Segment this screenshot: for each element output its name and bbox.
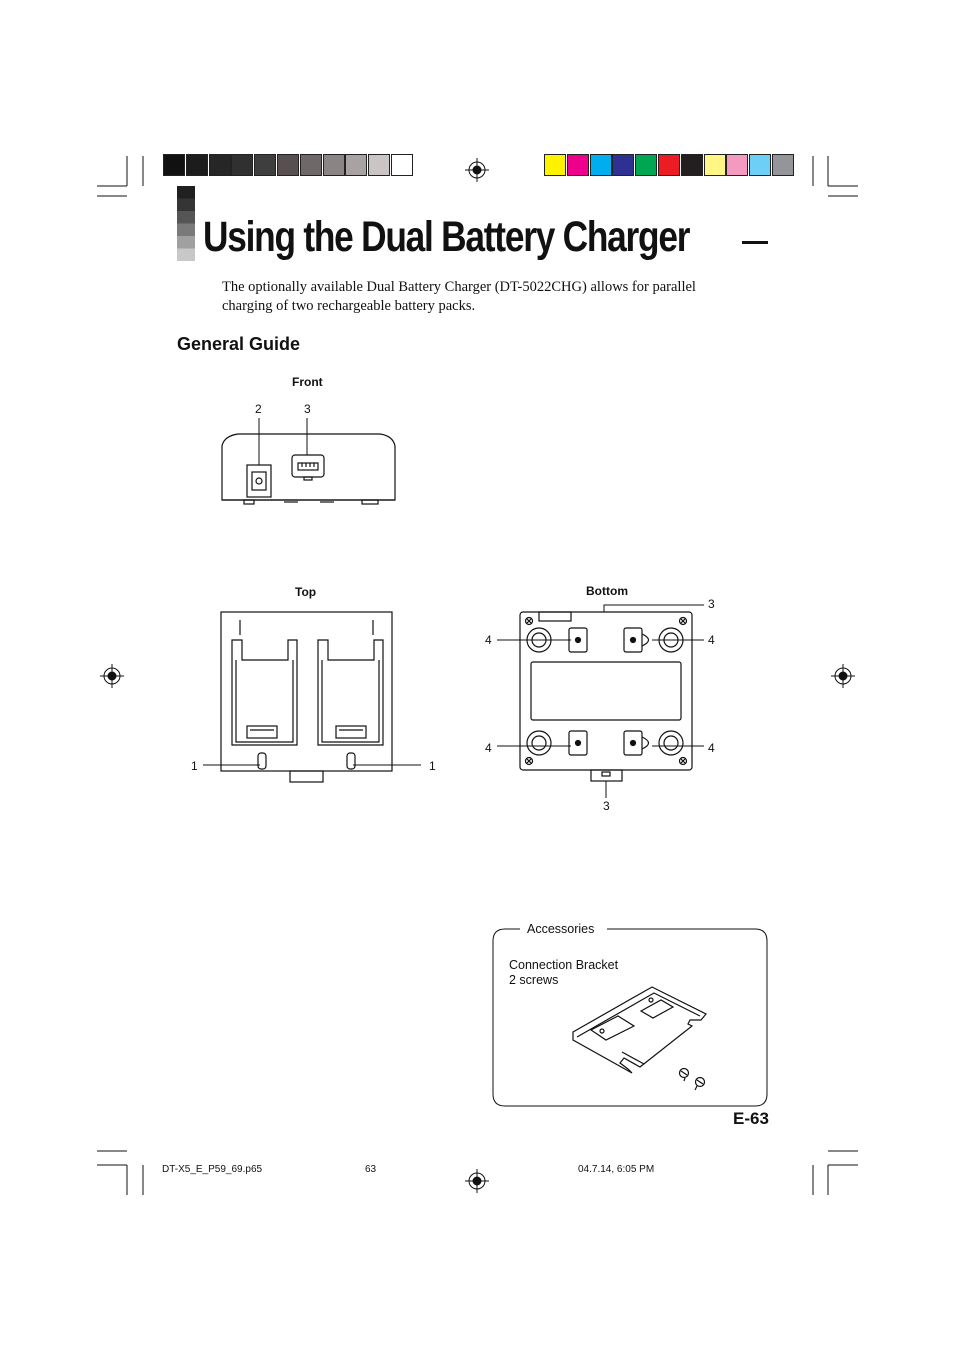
color-registration-bar [544, 154, 795, 176]
color-swatch [544, 154, 566, 176]
top-callout-1-right: 1 [429, 759, 436, 773]
title-rule [742, 241, 768, 244]
intro-line-1: The optionally available Dual Battery Ch… [222, 279, 696, 295]
accessories-heading: Accessories [527, 922, 595, 936]
bottom-callout-4-top-right: 4 [708, 633, 715, 647]
charger-bottom-diagram [497, 604, 704, 798]
section-heading: General Guide [177, 334, 301, 354]
front-label: Front [292, 375, 323, 389]
color-swatch [322, 154, 345, 176]
registration-target-icon [100, 158, 855, 1193]
color-swatch [368, 154, 391, 176]
charger-top-diagram [203, 611, 421, 783]
color-swatch [703, 154, 726, 176]
bottom-label: Bottom [586, 584, 628, 598]
color-swatch [276, 154, 299, 176]
color-swatch [390, 154, 413, 176]
intro-paragraph: The optionally available Dual Battery Ch… [222, 278, 742, 316]
connection-bracket-illustration [572, 986, 707, 1074]
color-swatch [254, 154, 277, 176]
intro-line-2: charging of two rechargeable battery pac… [222, 298, 476, 314]
bottom-callout-4-bottom-left: 4 [485, 741, 492, 755]
color-swatch [749, 154, 772, 176]
accessory-item-screws: 2 screws [509, 973, 559, 987]
color-swatch [589, 154, 612, 176]
color-swatch [163, 154, 185, 176]
color-swatch [680, 154, 703, 176]
footer-file: DT-X5_E_P59_69.p65 [162, 1164, 263, 1175]
footer-timestamp: 04.7.14, 6:05 PM [578, 1164, 655, 1175]
color-swatch [566, 154, 589, 176]
bottom-callout-4-bottom-right: 4 [708, 741, 715, 755]
color-swatch [299, 154, 322, 176]
accessory-item-bracket: Connection Bracket [509, 958, 619, 972]
charger-front-diagram [221, 418, 396, 505]
top-label: Top [295, 585, 317, 599]
page-title: Using the Dual Battery Charger [203, 213, 690, 261]
footer-page: 63 [365, 1164, 377, 1175]
color-swatch [771, 154, 794, 176]
section-tab [177, 186, 195, 261]
gray-registration-bar [163, 154, 414, 176]
bottom-callout-4-top-left: 4 [485, 633, 492, 647]
accessories-box-frame [492, 928, 768, 1107]
color-swatch [635, 154, 658, 176]
color-swatch [726, 154, 749, 176]
bottom-callout-3-bottom: 3 [603, 799, 610, 813]
front-callout-2: 2 [255, 402, 262, 416]
screw-icon [678, 1067, 706, 1091]
color-swatch [231, 154, 254, 176]
color-swatch [185, 154, 208, 176]
bottom-callout-3-top: 3 [708, 597, 715, 611]
top-callout-1-left: 1 [191, 759, 198, 773]
front-callout-3: 3 [304, 402, 311, 416]
page-number: E-63 [733, 1109, 769, 1128]
color-swatch [345, 154, 368, 176]
color-swatch [612, 154, 635, 176]
color-swatch [657, 154, 680, 176]
color-swatch [208, 154, 231, 176]
